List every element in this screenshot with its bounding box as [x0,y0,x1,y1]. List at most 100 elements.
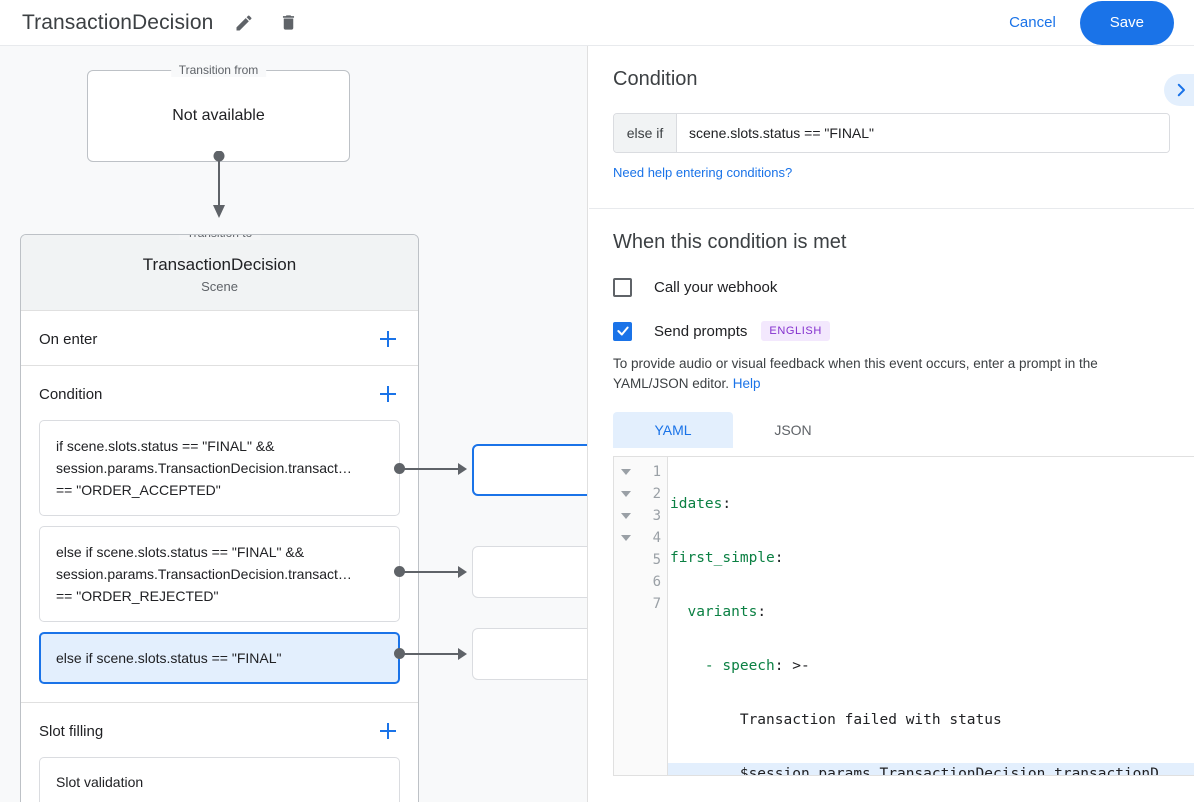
code-line-5: Transaction failed with status [668,709,1194,731]
line-number: 6 [652,574,661,590]
code-line-4: - speech: >- [668,655,1194,677]
fold-arrow-icon[interactable] [621,469,631,475]
pencil-icon[interactable] [231,10,257,36]
send-prompts-row: Send prompts ENGLISH [613,321,1170,341]
pencil-icon-glyph [236,14,252,30]
check-icon [616,326,629,336]
cancel-button[interactable]: Cancel [995,6,1070,39]
section-condition-header: Condition [21,366,418,420]
call-webhook-label: Call your webhook [654,279,778,296]
code-line-2: first_simple: [668,547,1194,569]
target-node-3[interactable] [472,628,587,680]
gutter-row: 7 [614,593,667,615]
gutter-row: 6 [614,571,667,593]
when-condition-met-section: When this condition is met Call your web… [589,209,1194,776]
section-on-enter-header: On enter [21,311,418,365]
gutter-row: 3 [614,505,667,527]
code-rest: $session.params.TransactionDecision.tran… [670,766,1159,775]
send-prompts-label: Send prompts [654,322,748,340]
condition-2-connector-dot [394,566,405,577]
prompt-help-link[interactable]: Help [732,376,761,391]
gutter-row: 5 [614,549,667,571]
code-rest: : [774,550,784,566]
line-number: 5 [652,552,661,568]
add-slot-filling-icon[interactable] [376,719,400,743]
trash-icon-glyph [282,15,294,30]
transition-from-card: Transition from Not available [87,63,350,162]
line-number: 4 [652,530,661,546]
trash-icon[interactable] [275,10,301,36]
condition-item-1[interactable]: if scene.slots.status == "FINAL" && sess… [39,420,400,516]
add-condition-icon[interactable] [376,382,400,406]
condition-item-3[interactable]: else if scene.slots.status == "FINAL" [39,632,400,684]
code-key: idates [670,496,723,512]
tab-json[interactable]: JSON [774,422,812,438]
section-on-enter-title: On enter [39,330,98,348]
fold-arrow-icon[interactable] [621,491,631,497]
line-number: 1 [652,464,661,480]
condition-value-input[interactable] [677,114,1169,152]
code-line-3: variants: [668,601,1194,623]
condition-item-2[interactable]: else if scene.slots.status == "FINAL" &&… [39,526,400,622]
condition-2-connector-arrow [458,566,467,578]
editor-code-area[interactable]: idates: first_simple: variants: - speech… [668,457,1194,775]
code-line-1: idates: [668,493,1194,515]
chevron-right-icon[interactable] [1164,74,1194,106]
transition-arrow [207,150,231,271]
condition-1-connector-line [404,468,460,470]
slot-validation-item[interactable]: Slot validation [39,757,400,802]
prompt-description: To provide audio or visual feedback when… [613,354,1170,394]
gutter-row: 1 [614,461,667,483]
condition-item-2-line-3: == "ORDER_REJECTED" [56,588,219,604]
condition-1-connector-dot [394,463,405,474]
line-number: 2 [652,486,661,502]
code-rest: : >- [774,658,810,674]
code-editor[interactable]: 1 2 3 4 5 6 7 idates: first_simple: vari… [613,456,1194,776]
prompt-description-text: To provide audio or visual feedback when… [613,356,1098,391]
line-number: 7 [652,596,661,612]
section-condition: Condition if scene.slots.status == "FINA… [21,366,418,703]
gutter-row: 2 [614,483,667,505]
code-key: variants [670,604,758,620]
condition-heading: Condition [613,68,698,90]
target-node-1[interactable] [472,444,587,496]
call-webhook-checkbox[interactable] [613,278,632,297]
condition-item-1-line-3: == "ORDER_ACCEPTED" [56,482,221,498]
condition-item-1-line-2: session.params.TransactionDecision.trans… [56,460,352,476]
tab-yaml[interactable]: YAML [613,412,733,448]
send-prompts-checkbox[interactable] [613,321,632,341]
condition-3-connector-line [404,653,460,655]
webhook-row: Call your webhook [613,278,1170,297]
condition-editor-section: Condition else if Need help entering con… [589,46,1194,209]
transition-arrow-glyph [213,150,225,218]
code-key: - speech [670,658,775,674]
section-slot-filling-title: Slot filling [39,722,104,740]
transition-to-legend: Transition to [178,235,261,240]
code-key: first_simple [670,550,775,566]
condition-item-3-line-1: else if scene.slots.status == "FINAL" [56,650,282,666]
fold-arrow-icon[interactable] [621,535,631,541]
line-number: 3 [652,508,661,524]
condition-item-1-line-1: if scene.slots.status == "FINAL" && [56,438,275,454]
transition-to-type: Scene [201,279,238,294]
section-slot-filling-header: Slot filling [21,703,418,757]
chevron-right-icon-glyph [1177,83,1185,97]
section-condition-title: Condition [39,385,103,403]
fold-arrow-icon[interactable] [621,513,631,519]
condition-3-connector-dot [394,648,405,659]
save-button[interactable]: Save [1079,0,1174,45]
condition-1-connector-arrow [458,463,467,475]
code-rest: : [757,604,767,620]
section-slot-filling: Slot filling Slot validation [21,703,418,802]
details-panel: Condition else if Need help entering con… [589,46,1194,802]
flow-canvas[interactable]: Transition from Not available Transition… [0,46,588,802]
target-node-2[interactable] [472,546,587,598]
condition-prefix-label: else if [614,114,677,152]
condition-item-2-line-1: else if scene.slots.status == "FINAL" && [56,544,305,560]
gutter-row: 4 [614,527,667,549]
scene-card: Transition to TransactionDecision Scene … [20,234,419,802]
condition-input-row: else if [613,113,1170,153]
code-line-6: $session.params.TransactionDecision.tran… [668,763,1194,775]
condition-help-link[interactable]: Need help entering conditions? [613,165,793,180]
add-on-enter-icon[interactable] [376,327,400,351]
